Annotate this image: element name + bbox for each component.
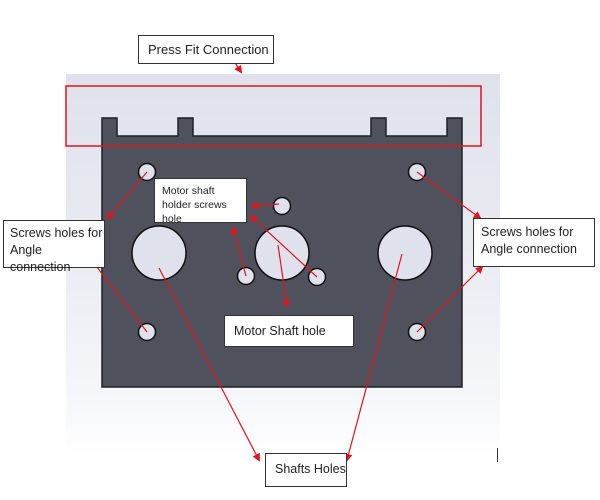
label-shafts-holes: Shafts Holes xyxy=(265,453,347,487)
label-line: Motor shaft xyxy=(162,185,215,197)
label-text: Motor Shaft hole xyxy=(234,324,326,338)
arrow-motor-holder-top xyxy=(250,201,280,210)
label-press-fit-connection: Press Fit Connection xyxy=(138,35,274,64)
label-line: Angle connection xyxy=(10,242,71,274)
arrow-right-bottom-screw xyxy=(416,265,484,333)
label-screw-holes-right: Screws holes for Angle connection xyxy=(473,218,595,267)
arrow-shaft-right xyxy=(344,253,403,462)
shaft-hole-right xyxy=(377,225,433,281)
label-motor-shaft-holder-screws: Motor shaft holder screws hole xyxy=(154,178,247,226)
arrow-motor-holder-left xyxy=(230,226,247,277)
press-fit-highlight xyxy=(65,85,482,147)
shaft-hole-left xyxy=(131,225,187,281)
label-text: Shafts Holes xyxy=(275,462,346,476)
label-line: holder screws hole xyxy=(162,199,227,226)
arrow-left-top-screw xyxy=(106,171,148,220)
label-screw-holes-left: Screws holes for Angle connection xyxy=(3,220,105,274)
arrow-shaft-left xyxy=(158,267,260,462)
arrow-right-top-screw xyxy=(416,171,482,220)
arrow-left-bottom-screw xyxy=(88,256,148,333)
label-line: Angle connection xyxy=(481,241,577,256)
label-text: Press Fit Connection xyxy=(148,42,269,57)
motor-holder-screw-hole-top xyxy=(272,196,292,216)
arrow-motor-shaft xyxy=(277,244,291,308)
label-line: Screws holes for xyxy=(481,225,574,239)
text-cursor xyxy=(497,448,498,462)
label-motor-shaft-hole: Motor Shaft hole xyxy=(224,315,354,347)
arrow-motor-holder-right xyxy=(249,214,318,278)
motor-shaft-hole xyxy=(254,225,310,281)
label-line: Screws holes for xyxy=(10,226,103,240)
